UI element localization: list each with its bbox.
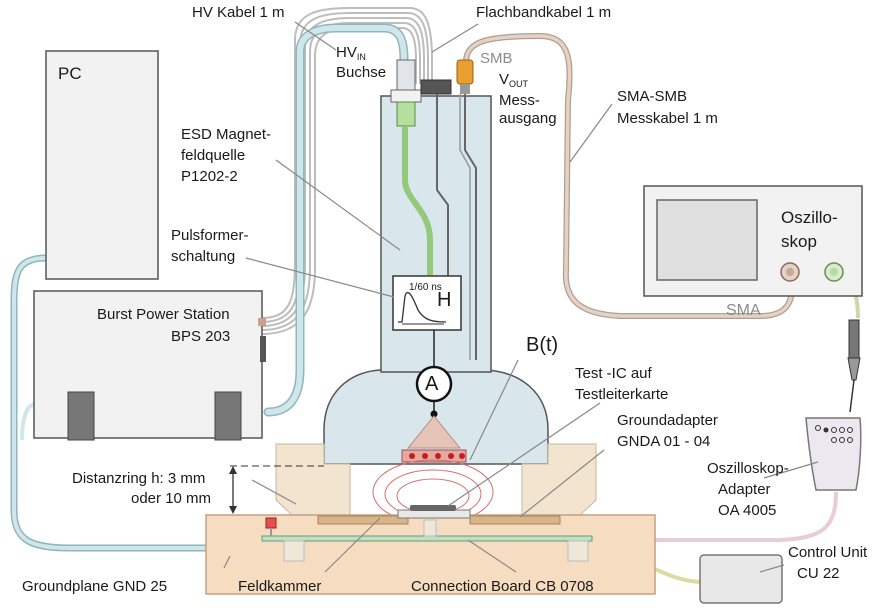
- field-coil: [401, 449, 467, 463]
- smb-connector: [456, 59, 474, 85]
- field-cone: [406, 415, 462, 449]
- oscilloscope-screen: [656, 199, 758, 281]
- distance-ring-label-1: Distanzring h: 3 mm: [72, 470, 206, 487]
- control-unit-box: [699, 554, 783, 604]
- test-ic: [410, 505, 456, 511]
- feldkammer-label: Feldkammer: [238, 578, 322, 595]
- bps-label-1: Burst Power Station: [97, 306, 230, 323]
- pulse-ns-label: 1/60 ns: [409, 282, 442, 293]
- ribbon-connector: [420, 79, 452, 95]
- sma-label: SMA: [726, 302, 761, 319]
- pulse-shaper-label-2: schaltung: [171, 248, 236, 265]
- bps-connector: [260, 336, 266, 362]
- led: [265, 517, 277, 529]
- inner-line-3: [459, 94, 471, 360]
- ribbon-cable-label: Flachbandkabel 1 m: [476, 4, 612, 21]
- hv-connector: [396, 59, 416, 91]
- oa-label-2: Adapter: [718, 481, 771, 498]
- ammeter-label: A: [425, 373, 439, 395]
- ground-adapter-left: [317, 515, 409, 525]
- connection-board: [261, 535, 593, 542]
- pulse-h-label: H: [437, 289, 452, 311]
- hv-inner-line: [402, 126, 433, 275]
- control-unit-label-1: Control Unit: [788, 544, 868, 561]
- board-foot-3: [423, 519, 437, 537]
- test-ic-label-1: Test -IC auf: [575, 365, 652, 382]
- board-foot-1: [283, 540, 305, 562]
- test-ic-label-2: Testleiterkarte: [575, 386, 669, 403]
- esd-label-1: ESD Magnet-: [181, 126, 272, 143]
- gnda-label-1: Groundadapter: [617, 412, 718, 429]
- buchse-label: Buchse: [336, 64, 387, 81]
- groundplane-label: Groundplane GND 25: [22, 578, 168, 595]
- ground-adapter-right: [469, 515, 561, 525]
- smb-label: SMB: [480, 50, 513, 67]
- connection-board-label: Connection Board CB 0708: [411, 578, 594, 595]
- inner-line-2: [464, 94, 477, 360]
- bps-foot-right: [214, 391, 242, 441]
- mess-label-2: ausgang: [499, 110, 557, 127]
- scope-probe: [848, 319, 860, 359]
- vout-label: VOUT: [499, 71, 529, 89]
- adapter-cable: [600, 491, 838, 542]
- mess-label-1: Mess-: [499, 92, 540, 109]
- sma-smb-label-1: SMA-SMB: [617, 88, 688, 105]
- bt-label: B(t): [526, 334, 559, 356]
- oscilloscope-label-1: Oszillo-: [781, 208, 838, 227]
- esd-label-3: P1202-2: [181, 168, 238, 185]
- control-unit-label-2: CU 22: [797, 565, 840, 582]
- pc-label: PC: [58, 64, 82, 83]
- inner-line-1: [436, 94, 449, 280]
- distance-ring-left: [275, 443, 351, 516]
- esd-label-2: feldquelle: [181, 147, 246, 164]
- pulse-shaper-label-1: Pulsformer-: [171, 227, 249, 244]
- test-board: [397, 509, 471, 519]
- hv-cable-label: HV Kabel 1 m: [192, 4, 285, 21]
- pc-box: [45, 50, 159, 280]
- bps-label-2: BPS 203: [171, 328, 231, 345]
- oa-label-1: Oszilloskop-: [707, 460, 789, 477]
- board-foot-2: [567, 540, 589, 562]
- oscilloscope-label-2: skop: [781, 232, 817, 251]
- distance-ring-label-2: oder 10 mm: [131, 490, 212, 507]
- bps-foot-left: [67, 391, 95, 441]
- leader-lines: [223, 21, 819, 573]
- hv-in-label: HVIN: [336, 44, 366, 62]
- oscilloscope-adapter: [805, 417, 862, 491]
- pulse-curve: [398, 291, 447, 323]
- gnda-label-2: GNDA 01 - 04: [617, 433, 711, 450]
- oa-label-3: OA 4005: [718, 502, 777, 519]
- sma-smb-label-2: Messkabel 1 m: [617, 110, 718, 127]
